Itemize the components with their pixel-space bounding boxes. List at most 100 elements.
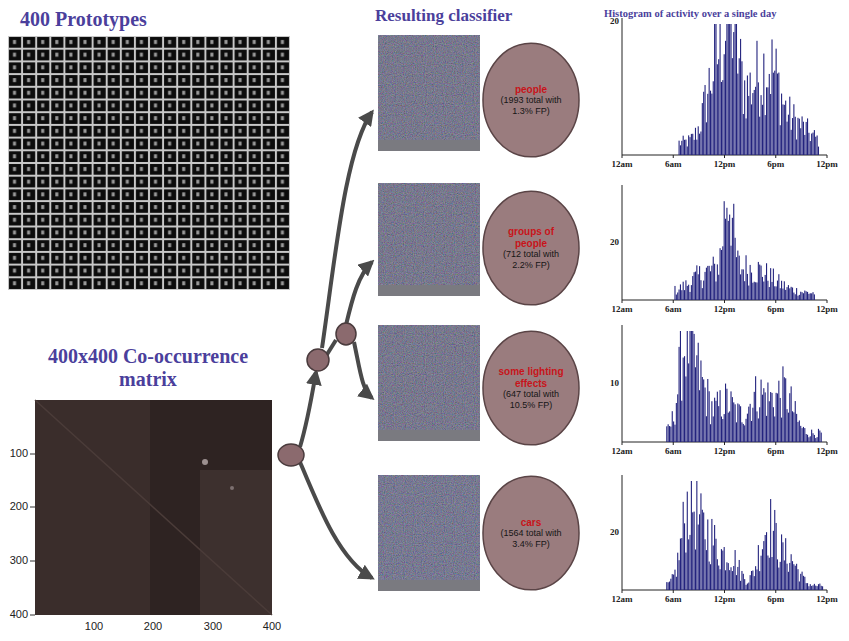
histogram-bar: [714, 24, 715, 155]
histogram-bar: [715, 539, 716, 590]
histogram-bar: [806, 291, 807, 300]
histogram-bar: [808, 294, 809, 300]
histogram-bar: [755, 87, 756, 155]
histogram-bar: [758, 418, 759, 442]
histogram-bar: [780, 125, 781, 155]
histogram-bar: [766, 263, 767, 300]
histogram-bar: [722, 80, 723, 155]
histogram-bar: [762, 549, 763, 590]
histogram-bar: [669, 426, 670, 442]
histogram-bar: [788, 115, 789, 155]
histogram-bar: [681, 401, 682, 442]
histogram-bar: [770, 392, 771, 442]
histogram-bar: [800, 426, 801, 442]
histogram-bar: [795, 566, 796, 590]
histogram-bar: [717, 64, 718, 155]
histogram-bar: [818, 429, 819, 442]
histogram-bar: [811, 586, 812, 590]
axis-tick-label: 12am: [612, 304, 633, 314]
histogram-bar: [724, 201, 725, 300]
histogram-bar: [736, 575, 737, 590]
histogram-bar: [683, 136, 684, 155]
histogram-bar: [691, 285, 692, 300]
histogram-bar: [758, 545, 759, 590]
chart-axis: [622, 18, 827, 155]
histogram-bar: [687, 492, 688, 590]
histogram-bar: [746, 585, 747, 590]
histogram-bar: [812, 133, 813, 155]
histogram-bar: [789, 97, 790, 155]
histogram-bar: [733, 204, 734, 300]
histogram-bar: [722, 419, 723, 442]
histogram-bar: [751, 273, 752, 300]
histogram-bar: [674, 570, 675, 590]
histogram-bar: [762, 395, 763, 442]
axis-tick: [827, 442, 828, 445]
histogram-bar: [743, 269, 744, 300]
histogram-bar: [774, 416, 775, 442]
histogram-bar: [735, 550, 736, 590]
histogram-bar: [713, 81, 714, 155]
matrix-block: [200, 470, 272, 615]
histogram-bar: [759, 117, 760, 155]
histogram-bar: [689, 137, 690, 155]
axis-tick: [775, 590, 776, 593]
histogram-bar: [761, 95, 762, 155]
split-tree: [300, 112, 372, 578]
histogram-bar: [713, 416, 714, 442]
histogram-bar: [720, 569, 721, 590]
histogram-bar: [740, 406, 741, 442]
histogram-bar: [802, 116, 803, 155]
histogram-bar: [713, 257, 714, 300]
histogram-bar: [725, 384, 726, 442]
histogram-bar: [814, 294, 815, 300]
histogram-bar: [741, 422, 742, 442]
histogram-bar: [771, 393, 772, 442]
histogram-bar: [681, 290, 682, 300]
histogram-bar: [776, 49, 777, 155]
histogram-bar: [795, 117, 796, 155]
histogram-bar: [739, 560, 740, 590]
axis-tick-label: 12pm: [816, 304, 838, 314]
class-oval: people(1993 total with 1.3% FP): [482, 42, 580, 158]
histogram-bar: [747, 414, 748, 442]
histogram-bar: [729, 570, 730, 590]
class-stats: (712 total with 2.2% FP): [498, 249, 564, 270]
histogram-bar: [740, 581, 741, 590]
histogram-bar: [750, 575, 751, 590]
histogram-bar: [799, 420, 800, 442]
histogram-bar: [744, 80, 745, 155]
axis-tick-label: 10: [610, 378, 619, 388]
histogram-bar: [771, 557, 772, 590]
axis-tick-label: 20: [610, 16, 619, 26]
histogram-bar: [685, 280, 686, 300]
axis-tick-label: 400: [10, 608, 28, 621]
histogram-bar: [699, 390, 700, 442]
histogram-bar: [705, 272, 706, 300]
histogram-bar: [789, 288, 790, 300]
histogram-bar: [807, 292, 808, 300]
histogram-bar: [729, 215, 730, 300]
histogram-bar: [811, 293, 812, 300]
histogram-bar: [728, 221, 729, 300]
histogram-bar: [797, 296, 798, 300]
histogram-bar: [707, 94, 708, 155]
histogram-bar: [715, 401, 716, 442]
axis-tick-label: 300: [10, 554, 28, 567]
histogram-bar: [785, 101, 786, 155]
histogram-bar: [705, 85, 706, 155]
histogram-bar: [715, 24, 716, 155]
histogram-bar: [765, 115, 766, 155]
histogram-bar: [785, 290, 786, 300]
histogram-bar: [700, 280, 701, 300]
histogram-bar: [780, 398, 781, 442]
histogram-bar: [730, 391, 731, 442]
histogram-bar: [792, 561, 793, 590]
histogram-bar: [702, 288, 703, 300]
histogram-bar: [744, 579, 745, 590]
histogram-bar: [746, 118, 747, 155]
histogram-bar: [752, 283, 753, 300]
histogram-bar: [698, 126, 699, 155]
axis-tick-label: 300: [204, 620, 222, 633]
tick: [30, 507, 35, 508]
